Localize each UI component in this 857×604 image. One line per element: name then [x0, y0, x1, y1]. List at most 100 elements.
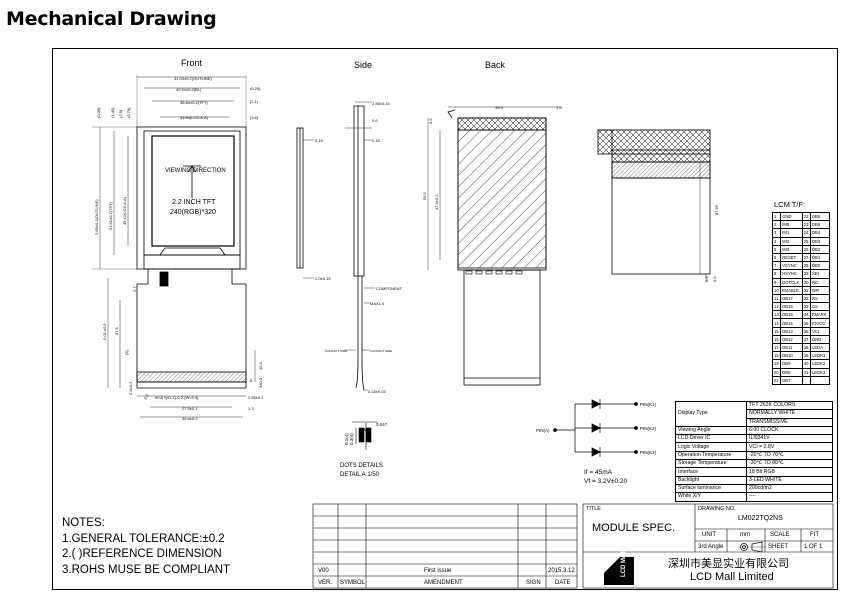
side-dim-3: 0.15 [315, 138, 324, 143]
pin-signal: SDI [810, 269, 830, 279]
side-dim-0: 2.85±0.15 [372, 101, 391, 106]
spec-value: ILI9341V [746, 434, 833, 444]
header-ver: VER. [318, 580, 333, 586]
led-vf: Vf = 3.2V±0.20 [584, 478, 628, 485]
side-view-label: Side [354, 60, 372, 70]
unit-value: mm [740, 532, 750, 538]
pin-number: 14 [771, 318, 782, 328]
dim-bottom-8: 3±0.3 [258, 377, 263, 388]
pin-signal: DB14 [780, 318, 803, 328]
spec-value: -30℃ TO 80℃ [746, 459, 833, 469]
pin-number: 9 [771, 277, 782, 287]
side-label-component: COMPONENT [376, 286, 403, 291]
pin-number: 25 [801, 236, 812, 246]
side-dim-5: MAX1.0 [370, 301, 385, 306]
spec-value: 200cd/m2 [746, 483, 833, 494]
pin-number: 2 [771, 220, 782, 230]
spec-value: ---- [746, 492, 833, 502]
pin-signal: IM1 [780, 228, 803, 238]
pin-number: 36 [801, 326, 812, 336]
scale-value: FIT [810, 532, 819, 538]
back-dim-5: 87.65 [714, 204, 719, 215]
note-3: 3.ROHS MUSE BE COMPLIANT [62, 563, 231, 576]
pin-signal: LEDK1 [810, 351, 830, 361]
company-name-en: LCD Mall Limited [690, 571, 774, 583]
pin-signal: IM0 [780, 220, 803, 230]
back-dim-4: 55.5 [422, 191, 427, 200]
pin-number: 34 [801, 310, 812, 320]
spec-label: White X/Y [675, 492, 747, 502]
dim-bl-width: 40.54±0.2(BL) [176, 87, 202, 92]
spec-display-type-value-0: TFT 262K COLORS [746, 400, 833, 411]
pin-signal: IM3 [780, 244, 803, 254]
dim-lower-2: 47.5 [114, 326, 119, 335]
pin-number: 10 [771, 285, 782, 295]
dim-bottom-7: 10.3 [258, 361, 263, 370]
spec-value: VCI = 2.8V [746, 442, 833, 452]
pin-number: 15 [771, 326, 782, 336]
dim-left-1: (1.45) [110, 107, 115, 118]
pin-signal: DB15 [780, 310, 803, 320]
pin-signal: LEDK3 [810, 367, 830, 377]
pin-signal: FMARK [810, 310, 830, 320]
pin-number: 17 [771, 342, 782, 353]
dots-detail [352, 421, 378, 450]
side-label-contact-right: CONTACT SIDE [370, 349, 392, 353]
dim-left-outline: 5.65±0.2(OUTLINE) [94, 199, 99, 235]
revision-ver: V00 [318, 568, 329, 574]
pin-signal: DB16 [780, 302, 803, 312]
notes-block: NOTES: 1.GENERAL TOLERANCE:±0.2 2.( )REF… [62, 516, 230, 578]
sheet-value: 1 OF 1 [804, 544, 823, 550]
spec-label: Logic Voltage [675, 442, 747, 452]
dim-aa-width: 33.84(LCD A.A) [180, 115, 209, 120]
spec-display-type-value-1: NORMALLY WHITE [746, 409, 833, 419]
led-if: If = 45mA [584, 469, 613, 476]
revision-amendment: First issue [424, 568, 452, 574]
pin-number: 32 [801, 293, 812, 304]
spec-label: Operation Temperature [675, 450, 747, 461]
scale-label: SCALE [770, 532, 790, 538]
spec-value: -20℃ TO 70℃ [746, 450, 833, 461]
pin-signal: VSYNC [780, 261, 803, 271]
dim-left-3: (5.79) [126, 107, 131, 118]
pin-number: 3 [771, 228, 782, 238]
dim-bottom-6: 2.6 [143, 393, 150, 401]
header-sign: SIGN [526, 580, 541, 586]
module-perspective-view [597, 129, 711, 282]
pin-number: 24 [801, 228, 812, 238]
dots-dim-1: 0.1(4) [344, 433, 349, 445]
dim-lower-0: 2.7 [132, 286, 137, 292]
spec-label: Surface luminance [675, 483, 747, 494]
dim-bottom-5: 5.6±0.3 [128, 381, 133, 395]
company-name-cn: 深圳市美显实业有限公司 [668, 557, 789, 570]
pin-number: 21 [771, 375, 782, 385]
pin-number: 1 [771, 211, 782, 222]
dots-details-scale: DETAIL A:1/50 [340, 472, 380, 478]
front-dim-texts: 41.04±0.2(OUTLINE) 40.54±0.2(BL) 36.84±0… [94, 76, 264, 421]
back-connector-pads [465, 270, 523, 275]
pin-number: 8 [771, 269, 782, 279]
front-resolution: 240(RGB)*320 [170, 209, 216, 216]
pin-signal: RESET [780, 252, 803, 263]
dots-dim-0: 0.047 [376, 422, 388, 427]
dim-left-tft: 51.91±0.2(TFT) [108, 202, 113, 230]
back-dim-2: 0.5 [428, 118, 433, 124]
spec-table: Display Type TFT 262K COLORS NORMALLY WH… [675, 400, 833, 502]
pin-number: 7 [771, 261, 782, 271]
pin-signal: DB0 [810, 261, 830, 271]
pin-signal: RD [810, 277, 830, 287]
pin-signal: DB11 [780, 342, 803, 353]
pin-number: 16 [771, 334, 782, 345]
dim-bottom-3: 39.4±0.2 [182, 416, 198, 421]
led-pin-a: PIN(A) [536, 428, 550, 433]
dots-details-label: DOTS DETAILS [340, 463, 383, 469]
